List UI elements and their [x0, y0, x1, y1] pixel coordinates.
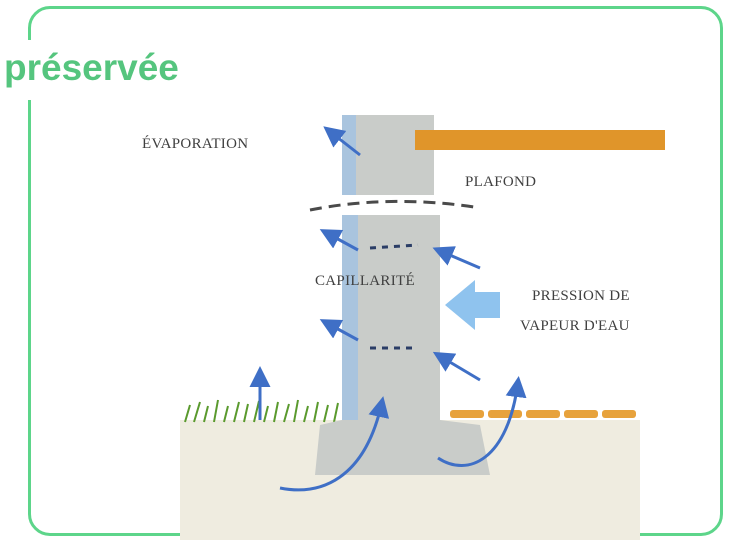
- moisture-arrows: [249, 126, 527, 492]
- upper-wall: [342, 115, 434, 195]
- capillary-arrow-left-mid: [319, 319, 359, 342]
- vapour-pressure-label-line1: PRESSION DE: [532, 288, 630, 304]
- floor-tiles: [450, 410, 636, 418]
- diagram-illustration: [180, 115, 665, 540]
- vapour-pressure-arrow: [445, 280, 500, 330]
- capillary-arrow-right-mid: [432, 351, 481, 382]
- dashed-line: [309, 199, 481, 212]
- rising-damp-diagram: ÉVAPORATION PLAFOND CAPILLARITÉ PRESSION…: [120, 100, 680, 540]
- evaporation-label: ÉVAPORATION: [142, 136, 249, 152]
- slide-title: préservée: [4, 47, 179, 88]
- capillary-arrow-right-top: [432, 246, 481, 270]
- title-background: [0, 40, 232, 100]
- ceiling-label: PLAFOND: [465, 174, 537, 190]
- ground-arrow-right: [437, 376, 527, 468]
- vapour-pressure-label-line2: VAPEUR D'EAU: [520, 318, 630, 334]
- lower-wall: [315, 215, 490, 475]
- capillarity-label: CAPILLARITÉ: [315, 273, 415, 289]
- capillary-dots: [369, 243, 419, 350]
- capillary-arrow-left-top: [319, 229, 359, 252]
- lower-wall-moisture: [342, 215, 358, 420]
- evaporation-arrow: [323, 126, 361, 157]
- grass: [184, 399, 339, 423]
- upper-wall-moisture: [342, 115, 356, 195]
- ceiling-beam: [415, 130, 665, 150]
- ground-arrow-left: [279, 396, 390, 492]
